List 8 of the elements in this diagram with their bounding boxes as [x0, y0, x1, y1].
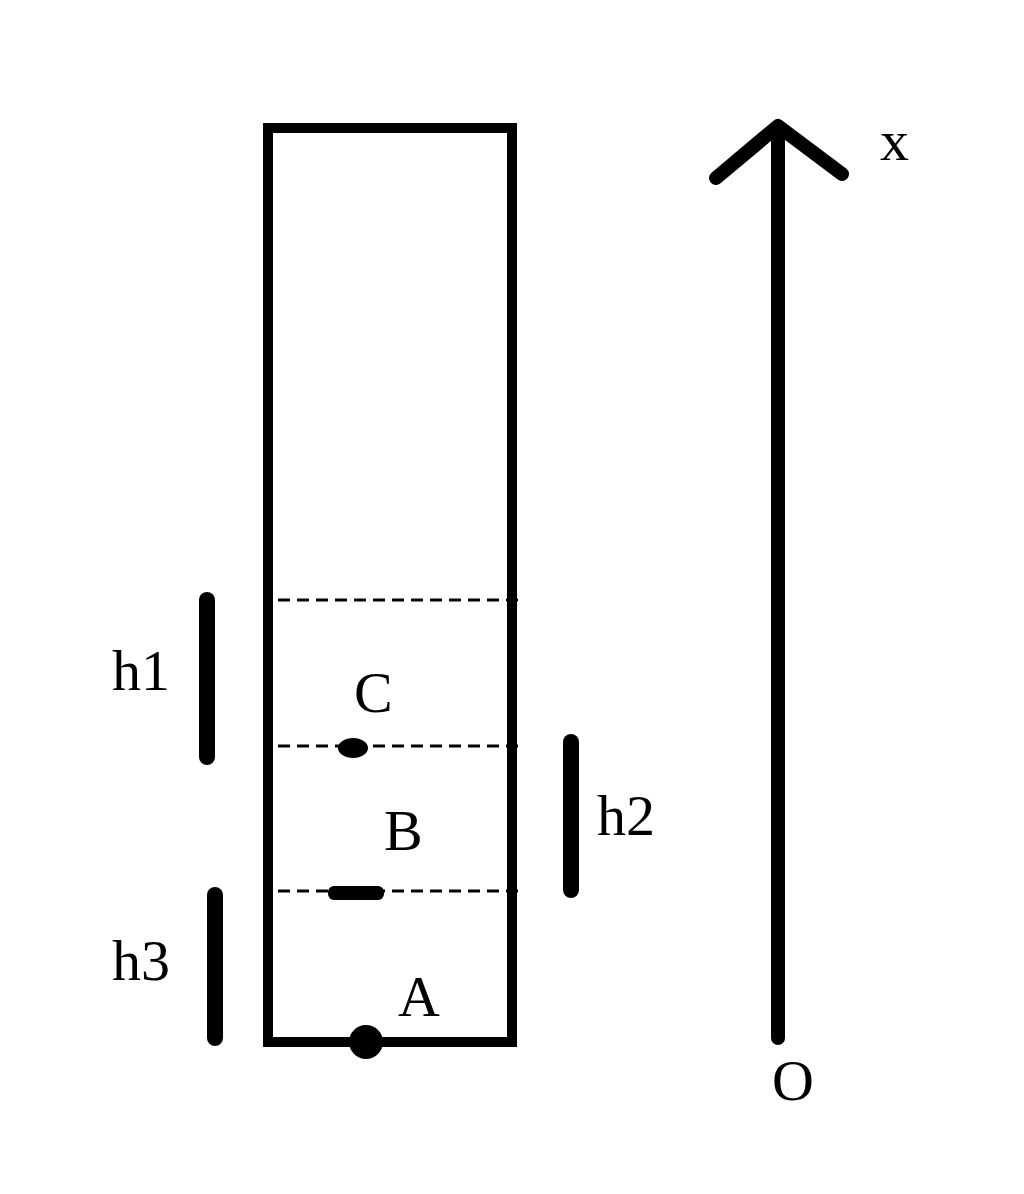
axis-label: x [880, 112, 909, 170]
axis-label: B [384, 802, 423, 860]
axis-label: O [772, 1052, 814, 1110]
axis-label: h1 [112, 642, 170, 700]
axis-label: A [398, 968, 440, 1026]
axis-label: C [354, 664, 393, 722]
axis-label: h3 [112, 932, 170, 990]
axis-label: h2 [597, 787, 655, 845]
